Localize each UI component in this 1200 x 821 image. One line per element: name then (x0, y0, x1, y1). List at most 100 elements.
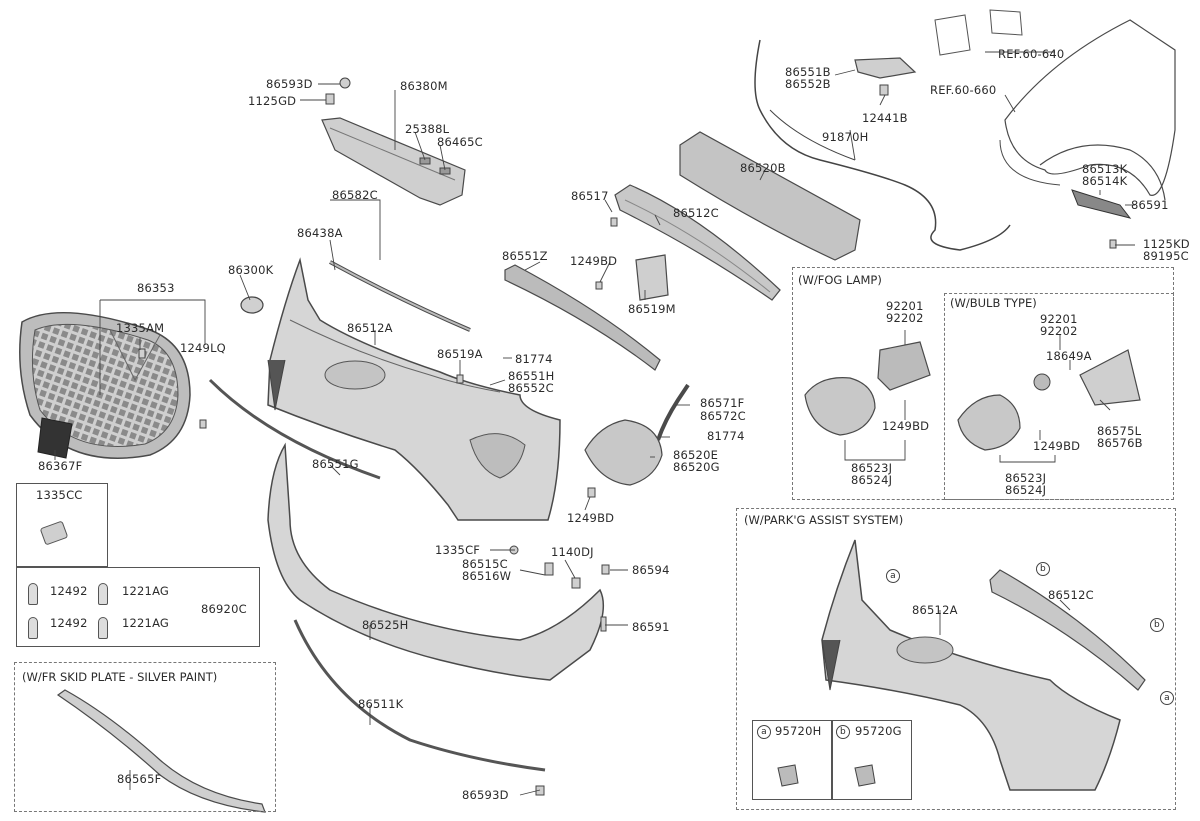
part-label: 89195C (1143, 249, 1189, 263)
fog-lamp-part (804, 341, 931, 436)
part-label: 92202 (886, 311, 924, 325)
wiring-harness-part (754, 39, 1011, 251)
part-label: 86465C (437, 135, 483, 149)
rivet-icon (28, 617, 38, 639)
grille-strip-part (504, 264, 661, 371)
marker-a: a (757, 724, 774, 739)
part-label: 1221AG (122, 584, 170, 598)
upper-moulding-part (329, 260, 471, 332)
fog-cover-part (584, 419, 663, 486)
grille-fasteners (138, 348, 207, 429)
part-label: 1249LQ (180, 341, 226, 355)
part-label: 86525H (362, 618, 409, 632)
part-label: 1335AM (116, 321, 165, 335)
part-label: 86551H (508, 369, 555, 383)
part-label: 86519A (437, 347, 483, 361)
part-label: 86552B (785, 77, 831, 91)
marker-a: a (886, 568, 903, 583)
lower-bumper-part (267, 442, 605, 681)
fender-part (999, 19, 1176, 201)
part-label: 12441B (862, 111, 908, 125)
part-label: 1335CF (435, 543, 481, 557)
absorber-part (679, 131, 861, 261)
sensor-bracket-part (854, 57, 917, 96)
license-bracket-part (635, 254, 669, 301)
part-label: 18649A (1046, 349, 1092, 363)
park-assist-note: (W/PARK'G ASSIST SYSTEM) (744, 513, 904, 527)
part-label: 86523J (851, 461, 893, 475)
part-label: 86512A (912, 603, 958, 617)
part-label: 95720G (855, 724, 902, 738)
part-label: 12492 (50, 584, 88, 598)
screw-icon (98, 617, 108, 639)
part-label: 86519M (628, 302, 676, 316)
part-label: 86572C (700, 409, 746, 423)
part-label: 92202 (1040, 324, 1078, 338)
part-label: 86516W (462, 569, 512, 583)
part-label: 86380M (400, 79, 448, 93)
part-label: 86582C (332, 188, 378, 202)
skid-plate-inset (14, 662, 276, 812)
rivet-icon (28, 583, 38, 605)
part-label: 86565F (117, 772, 162, 786)
part-label: 1249BD (570, 254, 618, 268)
emblem-plate-part (37, 417, 73, 459)
part-label: REF.60-660 (930, 83, 997, 97)
marker-a: a (1160, 690, 1177, 705)
clip-box-1335CC (16, 483, 108, 567)
skid-plate-note: (W/FR SKID PLATE - SILVER PAINT) (22, 670, 218, 684)
part-label: 86513K (1082, 162, 1128, 176)
part-label: 86514K (1082, 174, 1128, 188)
part-label: 12492 (50, 616, 88, 630)
lower-strip-part (208, 378, 381, 480)
part-label: 81774 (707, 429, 745, 443)
emblem-part (240, 296, 264, 314)
park-bumper-part (821, 539, 1121, 791)
marker-b: b (1036, 561, 1053, 576)
part-label: 86517 (571, 189, 609, 203)
part-label: 1125KD (1143, 237, 1190, 251)
part-label: 86438A (297, 226, 343, 240)
part-label: 1249BD (882, 419, 930, 433)
sensor-parts (777, 764, 876, 787)
part-label: 86551Z (502, 249, 548, 263)
part-label: 86511K (358, 697, 404, 711)
part-label: 91870H (822, 130, 869, 144)
part-label: 1335CC (36, 488, 83, 502)
part-label: 86524J (851, 473, 893, 487)
part-label: 86552C (508, 381, 554, 395)
part-label: 86512C (1048, 588, 1094, 602)
part-label: 81774 (515, 352, 553, 366)
part-label: 86520B (740, 161, 786, 175)
part-label: 86551G (312, 457, 359, 471)
part-label: 1221AG (122, 616, 170, 630)
part-label: 86594 (632, 563, 670, 577)
part-label: 86524J (1005, 483, 1047, 497)
part-label: 1249BD (567, 511, 615, 525)
part-label: 86571F (700, 396, 745, 410)
park-grille-part (989, 569, 1146, 691)
skid-strip-part (293, 619, 546, 772)
bulb-type-note: (W/BULB TYPE) (950, 296, 1037, 310)
part-label: 86523J (1005, 471, 1047, 485)
upper-grille-part (614, 184, 781, 301)
part-label: 1249BD (1033, 439, 1081, 453)
skid-plate-part (56, 689, 266, 813)
part-label: 86512A (347, 321, 393, 335)
sensor-box-a (752, 720, 832, 800)
part-label: 86520G (673, 460, 720, 474)
part-label: 86300K (228, 263, 274, 277)
part-label: 86591 (1131, 198, 1169, 212)
fastener-kit-box (16, 567, 260, 647)
bulb-type-inset (944, 293, 1174, 500)
marker-b: b (836, 724, 853, 739)
part-label: 86515C (462, 557, 508, 571)
part-label: 1125GD (248, 94, 297, 108)
sensor-box-b (832, 720, 912, 800)
part-label: 86551B (785, 65, 831, 79)
bulb-lamp-part (957, 349, 1141, 451)
part-label: 86920C (201, 602, 247, 616)
part-label: 1140DJ (551, 545, 594, 559)
